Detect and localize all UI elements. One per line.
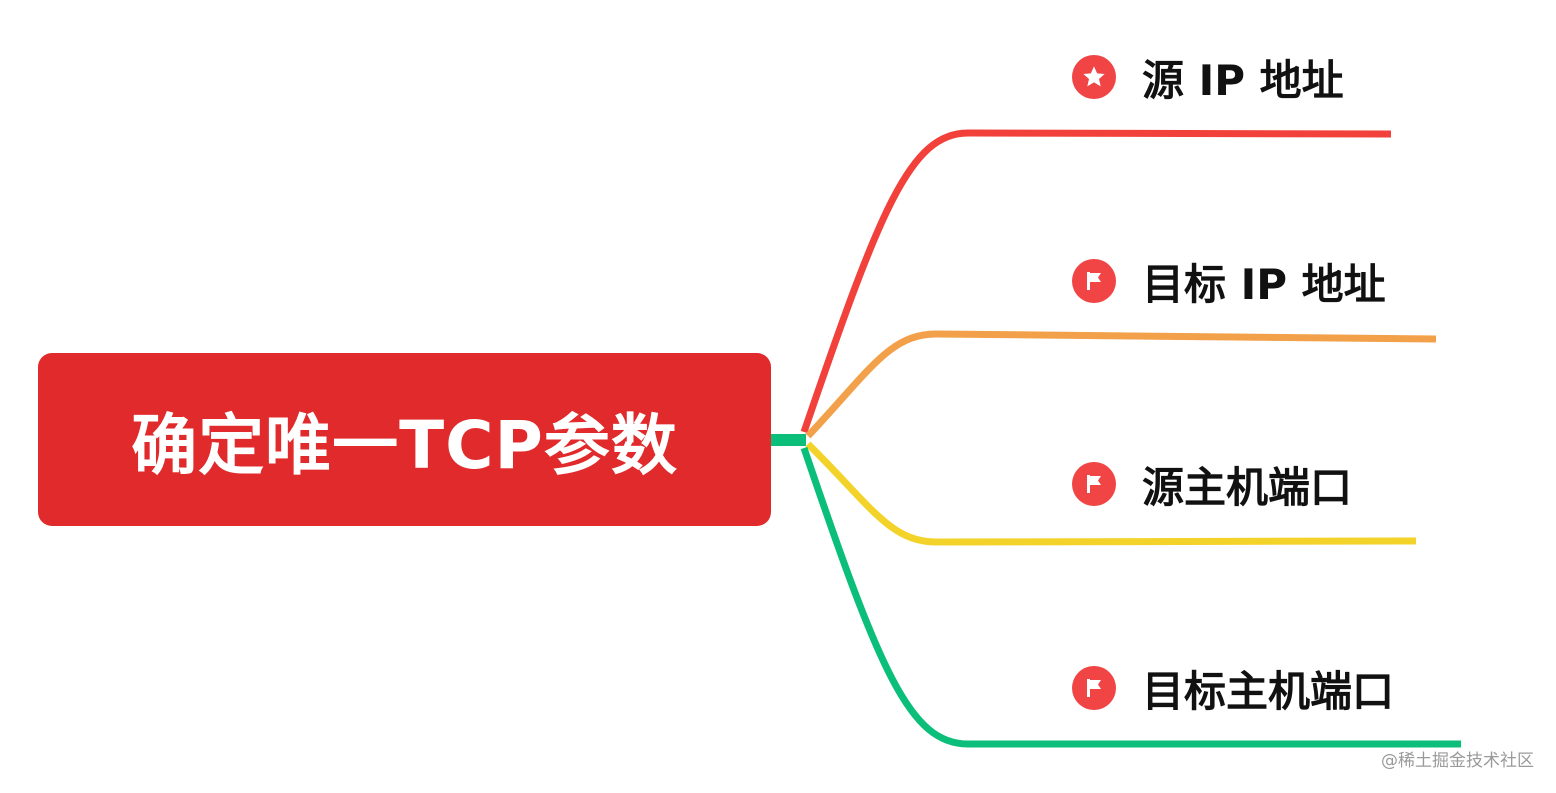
branch-topic-dest-ip[interactable]: 目标 IP 地址 bbox=[1072, 251, 1386, 311]
flag-icon bbox=[1072, 462, 1116, 506]
branch-line-source-port bbox=[805, 441, 1417, 546]
branch-line-dest-ip bbox=[805, 330, 1437, 439]
flag-icon bbox=[1072, 259, 1116, 303]
flag-icon bbox=[1072, 666, 1116, 710]
root-topic-label: 确定唯一TCP参数 bbox=[131, 406, 678, 484]
branch-topic-source-port[interactable]: 源主机端口 bbox=[1072, 454, 1352, 514]
branch-label-source-ip: 源 IP 地址 bbox=[1142, 55, 1344, 105]
branch-label-dest-ip: 目标 IP 地址 bbox=[1142, 259, 1386, 309]
root-topic[interactable]: 确定唯一TCP参数 bbox=[38, 353, 771, 526]
watermark: @稀土掘金技术社区 bbox=[1381, 751, 1534, 771]
star-icon bbox=[1072, 55, 1116, 99]
branch-topic-source-ip[interactable]: 源 IP 地址 bbox=[1072, 47, 1344, 107]
branch-label-source-port: 源主机端口 bbox=[1142, 462, 1353, 512]
branch-topic-dest-port[interactable]: 目标主机端口 bbox=[1072, 658, 1394, 718]
branch-line-source-ip bbox=[800, 129, 1392, 434]
branch-label-dest-port: 目标主机端口 bbox=[1142, 666, 1395, 716]
branch-line-dest-port bbox=[800, 446, 1461, 748]
